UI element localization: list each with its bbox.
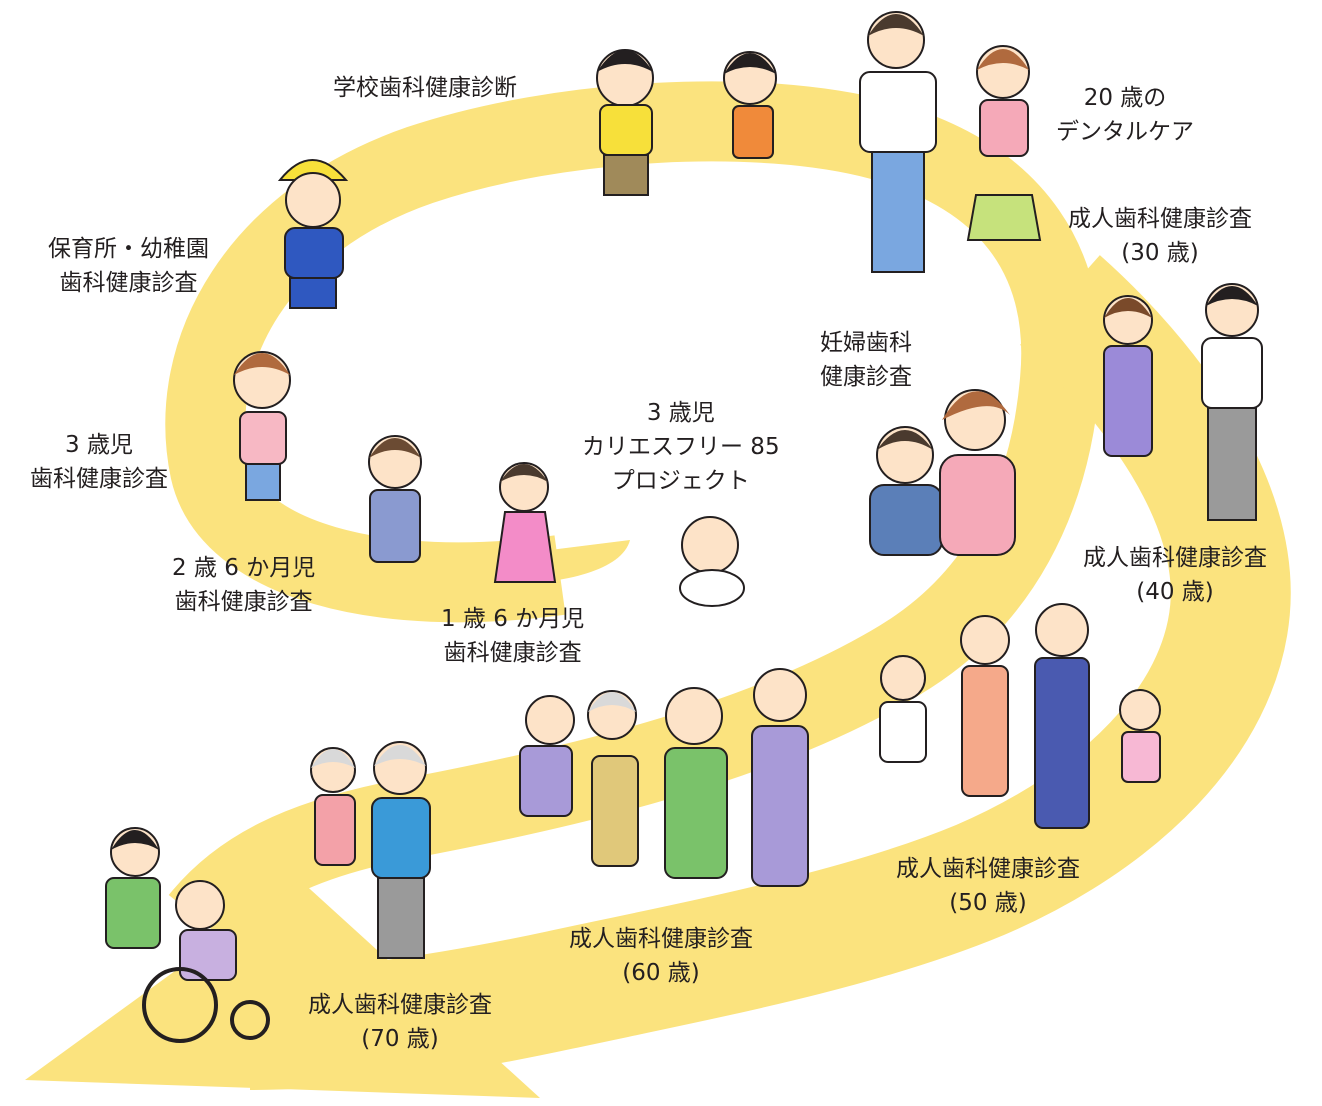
arrow-head-icon: [25, 880, 540, 1098]
label-nursery: 保育所・幼稚園歯科健康診査: [48, 236, 209, 296]
label-age-60: 成人歯科健康診査(60 歳): [569, 926, 753, 986]
illustration-young-adults: [859, 11, 1042, 273]
illustration-family-50s: [879, 603, 1161, 829]
illustration-girl-3yo: [233, 351, 291, 501]
label-age-70: 成人歯科健康診査(70 歳): [308, 992, 492, 1052]
label-age-3: 3 歳児歯科健康診査: [30, 432, 168, 492]
label-age-50: 成人歯科健康診査(50 歳): [896, 856, 1080, 916]
illustration-elderly-70s: [310, 741, 431, 959]
illustration-kindergartner: [277, 159, 349, 309]
label-age-1-6: 1 歳 6 か月児歯科健康診査: [441, 606, 585, 666]
label-age-30: 成人歯科健康診査(30 歳): [1068, 206, 1252, 266]
illustration-schoolchildren: [596, 49, 777, 196]
illustration-adults-30s: [1103, 283, 1263, 521]
label-school: 学校歯科健康診断: [333, 75, 517, 101]
label-age-20: 20 歳のデンタルケア: [1056, 85, 1194, 145]
illustration-pregnant-couple: [869, 389, 1016, 556]
illustration-toddler-boy: [368, 435, 422, 563]
illustration-family-60s: [519, 668, 809, 887]
illustration-toddler-girl: [493, 462, 557, 583]
label-prenatal: 妊婦歯科健康診査: [820, 330, 912, 390]
label-age-2-6: 2 歳 6 か月児歯科健康診査: [172, 555, 316, 615]
illustration-wheelchair: [105, 827, 270, 1043]
illustration-baby: [679, 516, 745, 607]
label-age-40: 成人歯科健康診査(40 歳): [1083, 545, 1267, 605]
